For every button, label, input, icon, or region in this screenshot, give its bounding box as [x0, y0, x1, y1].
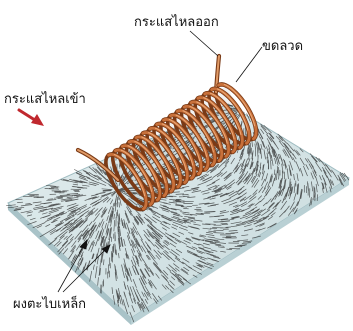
label-iron-filings: ผงตะไบเหล็ก [13, 294, 86, 312]
arrow-icon [19, 110, 44, 126]
label-current-in: กระแสไหลเข้า [4, 91, 86, 107]
label-coil: ขดลวด [262, 39, 303, 54]
leader-coil [236, 47, 262, 82]
label-current-out: กระแสไหลออก [134, 14, 219, 30]
leader-current-out [190, 31, 218, 56]
